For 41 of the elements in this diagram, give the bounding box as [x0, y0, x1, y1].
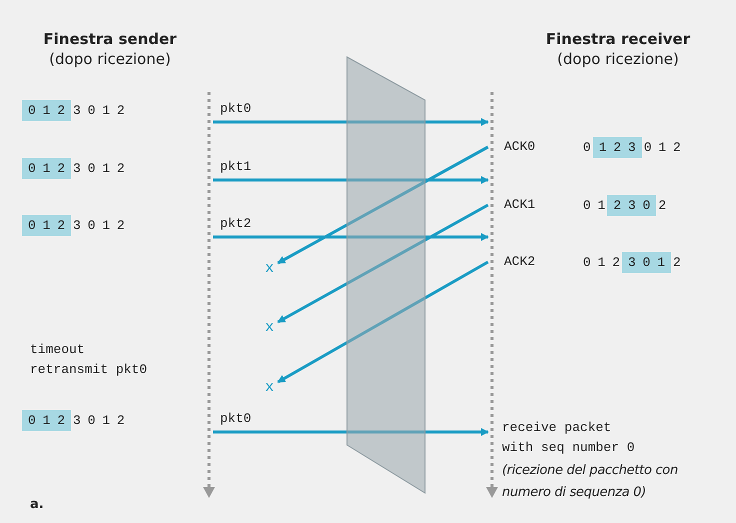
- window-subheading: (dopo ricezione): [556, 50, 680, 68]
- arrow: [213, 428, 489, 436]
- edge-label: pkt1: [219, 159, 252, 174]
- sequence-numbers: 0 1: [583, 197, 606, 215]
- window-highlight: 0 1 2: [22, 158, 72, 179]
- sequence-numbers: 0 1 2: [644, 139, 681, 157]
- sequence-numbers: 0 1 2: [583, 254, 620, 272]
- window-highlight: 0 1 2: [22, 410, 72, 431]
- window-highlight: 0 1 2: [22, 100, 72, 121]
- window-highlight: 0 1 2: [22, 215, 72, 236]
- arrow: [277, 146, 489, 264]
- edge-label: pkt2: [219, 216, 252, 231]
- translation-note: (ricezione del pacchetto con numero di sequenza 0): [502, 462, 679, 502]
- sequence-numbers: 0: [583, 139, 591, 157]
- window-heading: Finestra sender: [42, 30, 178, 48]
- sequence-numbers: 3 0 1 2: [73, 160, 125, 178]
- lost-mark: x: [265, 262, 274, 276]
- sequence-numbers: 2: [658, 197, 666, 215]
- sequence-numbers: 3 0 1 2: [73, 217, 125, 235]
- arrow: [277, 260, 489, 384]
- arrow: [213, 118, 489, 126]
- arrow: [213, 176, 489, 184]
- lost-mark: x: [265, 381, 274, 395]
- lost-mark: x: [265, 321, 274, 335]
- window-highlight: 1 2 3: [592, 137, 642, 158]
- timeline: [486, 92, 498, 498]
- window-highlight: 2 3 0: [607, 195, 656, 216]
- edge-label: pkt0: [219, 411, 252, 426]
- window-highlight: 3 0 1: [622, 252, 672, 273]
- sequence-numbers: 3 0 1 2: [73, 102, 125, 120]
- window-heading: Finestra receiver: [544, 30, 692, 48]
- edge-label: pkt0: [219, 101, 252, 116]
- window-subheading: (dopo ricezione): [48, 50, 172, 68]
- sequence-numbers: 2: [673, 254, 681, 272]
- event-note: timeout retransmit pkt0: [30, 341, 148, 379]
- arrow: [277, 204, 489, 324]
- timeline: [203, 92, 215, 498]
- sequence-numbers: 3 0 1 2: [73, 412, 125, 430]
- event-note: receive packet with seq number 0: [502, 419, 636, 457]
- panel-letter: a.: [30, 497, 44, 512]
- arrow: [213, 233, 489, 241]
